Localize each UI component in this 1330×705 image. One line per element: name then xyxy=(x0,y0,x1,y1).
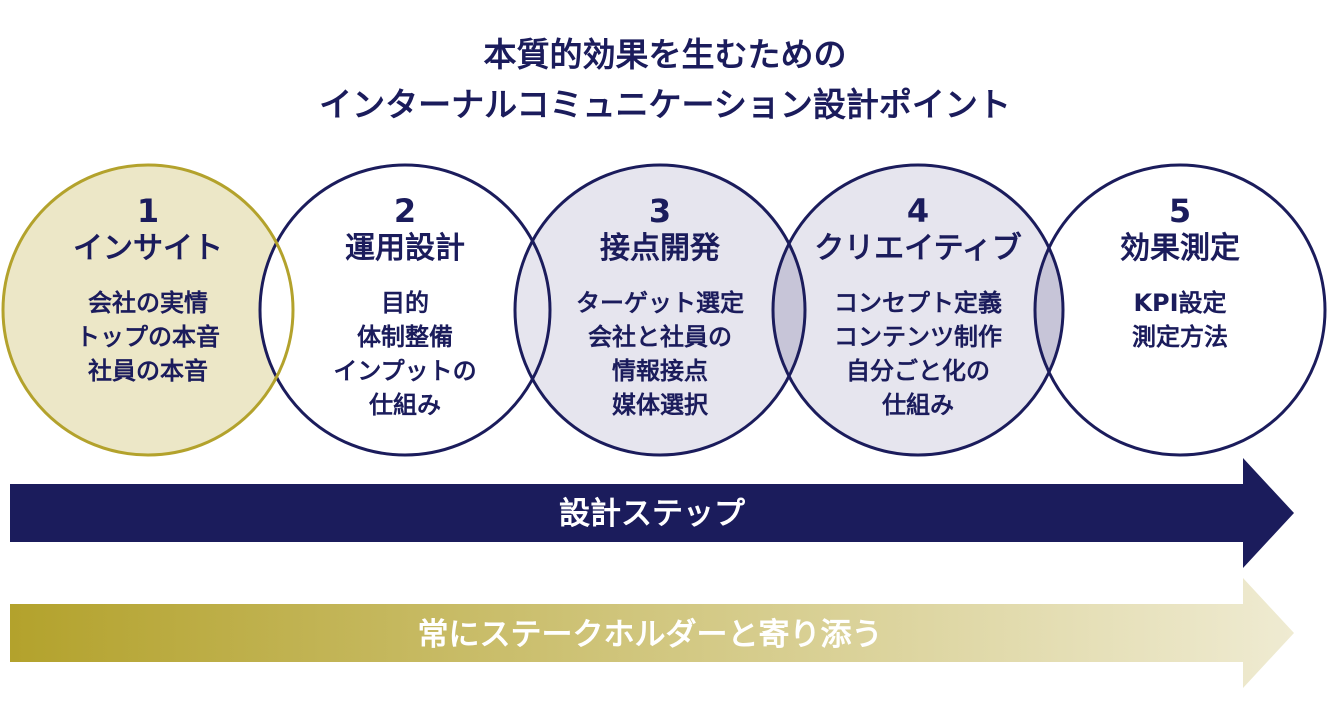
design-steps-arrow xyxy=(10,458,1294,568)
step-4-outline xyxy=(771,163,1065,457)
step-3-name: 接点開発 xyxy=(600,231,721,266)
step-3-item-1: ターゲット選定 xyxy=(576,289,744,317)
step-5-name: 効果測定 xyxy=(1120,231,1240,266)
step-1-name: インサイト xyxy=(73,231,223,266)
title-line-1: 本質的効果を生むための xyxy=(483,35,847,74)
step-2-outline xyxy=(258,163,552,457)
stakeholders-arrow xyxy=(10,578,1294,688)
step-2-text: 2 運用設計 目的 体制整備 インプットの 仕組み xyxy=(333,192,476,419)
step-3-text: 3 接点開発 ターゲット選定 会社と社員の 情報接点 媒体選択 xyxy=(576,192,744,419)
step-3-outline xyxy=(513,163,807,457)
step-5-item-1: KPI設定 xyxy=(1133,289,1226,317)
step-4-item-4: 仕組み xyxy=(881,391,954,419)
step-2-number: 2 xyxy=(394,192,416,230)
step-4-number: 4 xyxy=(907,192,929,230)
step-4-item-2: コンテンツ制作 xyxy=(834,323,1002,351)
step-3-number: 3 xyxy=(649,192,671,230)
step-1-item-3: 社員の本音 xyxy=(88,357,208,385)
stakeholders-label: 常にステークホルダーと寄り添う xyxy=(418,617,883,653)
step-2-item-3: インプットの xyxy=(333,357,476,385)
step-2-name: 運用設計 xyxy=(345,231,465,266)
step-1-text: 1 インサイト 会社の実情 トップの本音 社員の本音 xyxy=(73,192,223,385)
step-1-number: 1 xyxy=(137,192,159,230)
step-2-item-4: 仕組み xyxy=(368,391,441,419)
step-4-name: クリエイティブ xyxy=(814,231,1022,266)
step-3-item-4: 媒体選択 xyxy=(612,391,709,419)
step-5-item-2: 測定方法 xyxy=(1132,323,1228,351)
step-2-item-2: 体制整備 xyxy=(357,323,453,351)
step-5-outline xyxy=(1033,163,1327,457)
step-5-number: 5 xyxy=(1169,192,1191,230)
step-2-item-1: 目的 xyxy=(381,289,429,317)
step-3-item-3: 情報接点 xyxy=(612,357,708,385)
step-5-text: 5 効果測定 KPI設定 測定方法 xyxy=(1120,192,1240,351)
step-2-circle xyxy=(260,165,550,455)
step-4-item-3: 自分ごと化の xyxy=(846,357,990,385)
design-steps-label: 設計ステップ xyxy=(559,496,746,532)
step-4-item-1: コンセプト定義 xyxy=(834,289,1002,317)
step-3-circle xyxy=(515,165,805,455)
step-1-outline xyxy=(1,163,295,457)
step-4-text: 4 クリエイティブ コンセプト定義 コンテンツ制作 自分ごと化の 仕組み xyxy=(814,192,1022,419)
diagram-title: 本質的効果を生むための インターナルコミュニケーション設計ポイント xyxy=(0,30,1330,130)
step-5-circle xyxy=(1035,165,1325,455)
step-1-item-1: 会社の実情 xyxy=(88,289,208,317)
step-4-circle xyxy=(773,165,1063,455)
step-3-item-2: 会社と社員の xyxy=(588,323,732,351)
step-1-item-2: トップの本音 xyxy=(76,323,220,351)
step-1-circle xyxy=(3,165,293,455)
title-line-2: インターナルコミュニケーション設計ポイント xyxy=(319,85,1011,124)
